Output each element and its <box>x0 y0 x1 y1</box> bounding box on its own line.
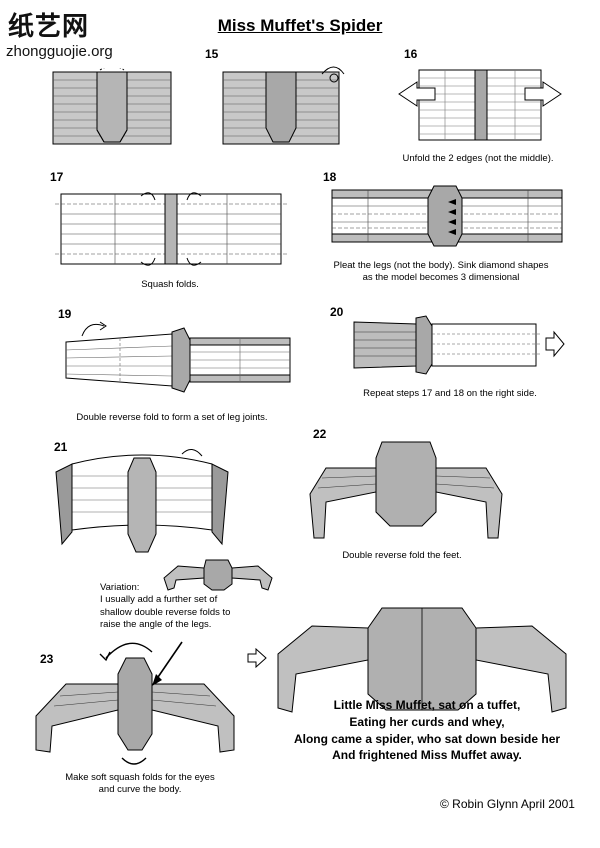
poem: Little Miss Muffet, sat on a tuffet, Eat… <box>282 697 572 764</box>
variation-note: Variation: I usually add a further set o… <box>100 582 235 631</box>
variation-heading: Variation: <box>100 582 140 593</box>
diagram-step-23 <box>30 640 240 772</box>
diagram-step-19 <box>60 320 296 400</box>
step-caption-19: Double reverse fold to form a set of leg… <box>76 412 268 423</box>
step-number-18: 18 <box>323 170 337 184</box>
step-number-17: 17 <box>50 170 64 184</box>
step-number-19: 19 <box>58 307 72 321</box>
step-number-20: 20 <box>330 305 344 319</box>
step-caption-23: Make soft squash folds for the eyes and … <box>65 772 215 795</box>
diagram-step-14 <box>52 68 172 150</box>
poem-line-1: Little Miss Muffet, sat on a tuffet, <box>333 698 521 712</box>
step-caption-16: Unfold the 2 edges (not the middle). <box>402 153 554 164</box>
watermark-chinese: 纸艺网 <box>8 12 90 42</box>
watermark-url: zhongguojie.org <box>6 43 113 60</box>
step-caption-22: Double reverse fold the feet. <box>342 550 462 561</box>
step-caption-17: Squash folds. <box>141 279 199 290</box>
step-number-16: 16 <box>404 47 418 61</box>
step-number-21: 21 <box>54 440 68 454</box>
step-number-23: 23 <box>40 652 54 666</box>
diagram-step-20 <box>350 312 570 378</box>
page-title: Miss Muffet's Spider <box>217 16 383 35</box>
step-number-15: 15 <box>205 47 219 61</box>
poem-line-3: Along came a spider, who sat down beside… <box>293 731 561 746</box>
diagram-variation <box>162 556 274 592</box>
step-number-22: 22 <box>313 427 327 441</box>
poem-line-4: And frightened Miss Muffet away. <box>332 748 522 763</box>
step-caption-20: Repeat steps 17 and 18 on the right side… <box>363 388 537 399</box>
copyright: © Robin Glynn April 2001 <box>440 797 575 811</box>
variation-text: I usually add a further set of shallow d… <box>100 594 231 631</box>
diagram-step-18 <box>328 184 568 252</box>
diagram-step-22 <box>296 438 516 544</box>
arrow-right-icon <box>246 648 268 668</box>
diagram-final-model <box>272 604 572 734</box>
step-caption-18: Pleat the legs (not the body). Sink diam… <box>333 260 549 283</box>
diagram-step-17 <box>55 188 287 270</box>
diagram-step-16 <box>395 66 565 148</box>
diagram-step-15 <box>222 66 352 150</box>
diagram-step-21 <box>52 448 232 558</box>
poem-line-2: Eating her curds and whey, <box>349 714 505 729</box>
